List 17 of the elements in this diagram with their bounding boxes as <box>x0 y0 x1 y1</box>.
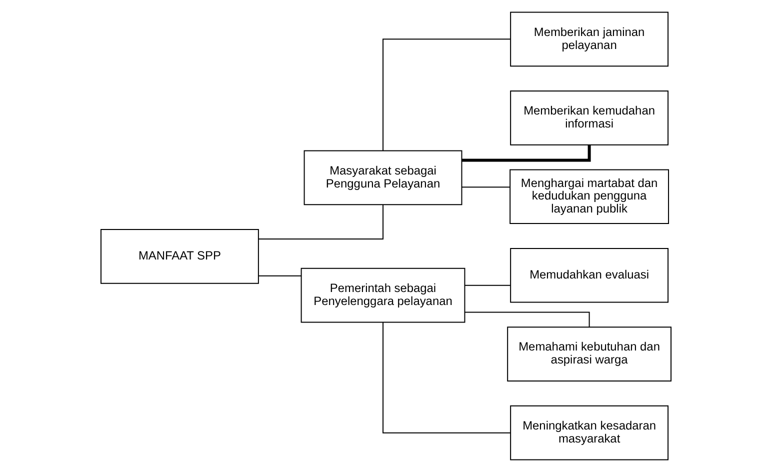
node-box: Memberikan jaminan pelayanan <box>510 12 668 67</box>
connector <box>258 204 383 240</box>
node-box: Memudahkan evaluasi <box>510 248 668 303</box>
node-box: Pemerintah sebagai Penyelenggara pelayanan <box>300 268 465 323</box>
connector <box>258 275 302 276</box>
connector <box>382 38 510 152</box>
node-box: Memahami kebutuhan dan aspirasi warga <box>506 326 672 382</box>
connector <box>464 312 590 328</box>
connector <box>461 144 590 162</box>
node-box: Menghargai martabat dan kedudukan pengguna layanan publik <box>509 169 669 224</box>
connector <box>464 284 510 286</box>
node-box: Memberikan kemudahan informasi <box>510 90 668 146</box>
node-box: Meningkatkan kesadaran masyarakat <box>510 405 668 460</box>
connector <box>382 322 510 434</box>
node-box: Masyarakat sebagai Pengguna Pelayanan <box>303 150 462 206</box>
connector <box>460 186 510 188</box>
node-box: MANFAAT SPP <box>100 229 258 284</box>
